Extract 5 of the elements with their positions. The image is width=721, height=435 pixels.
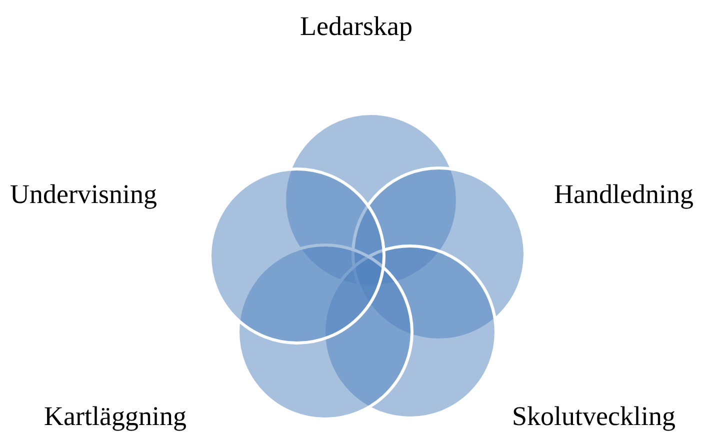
- circle-label: Skolutveckling: [512, 400, 676, 432]
- circle-label: Kartläggning: [44, 400, 186, 432]
- circle-label: Ledarskap: [300, 10, 412, 42]
- circle-label: Handledning: [554, 178, 694, 210]
- circle-label: Undervisning: [10, 178, 157, 210]
